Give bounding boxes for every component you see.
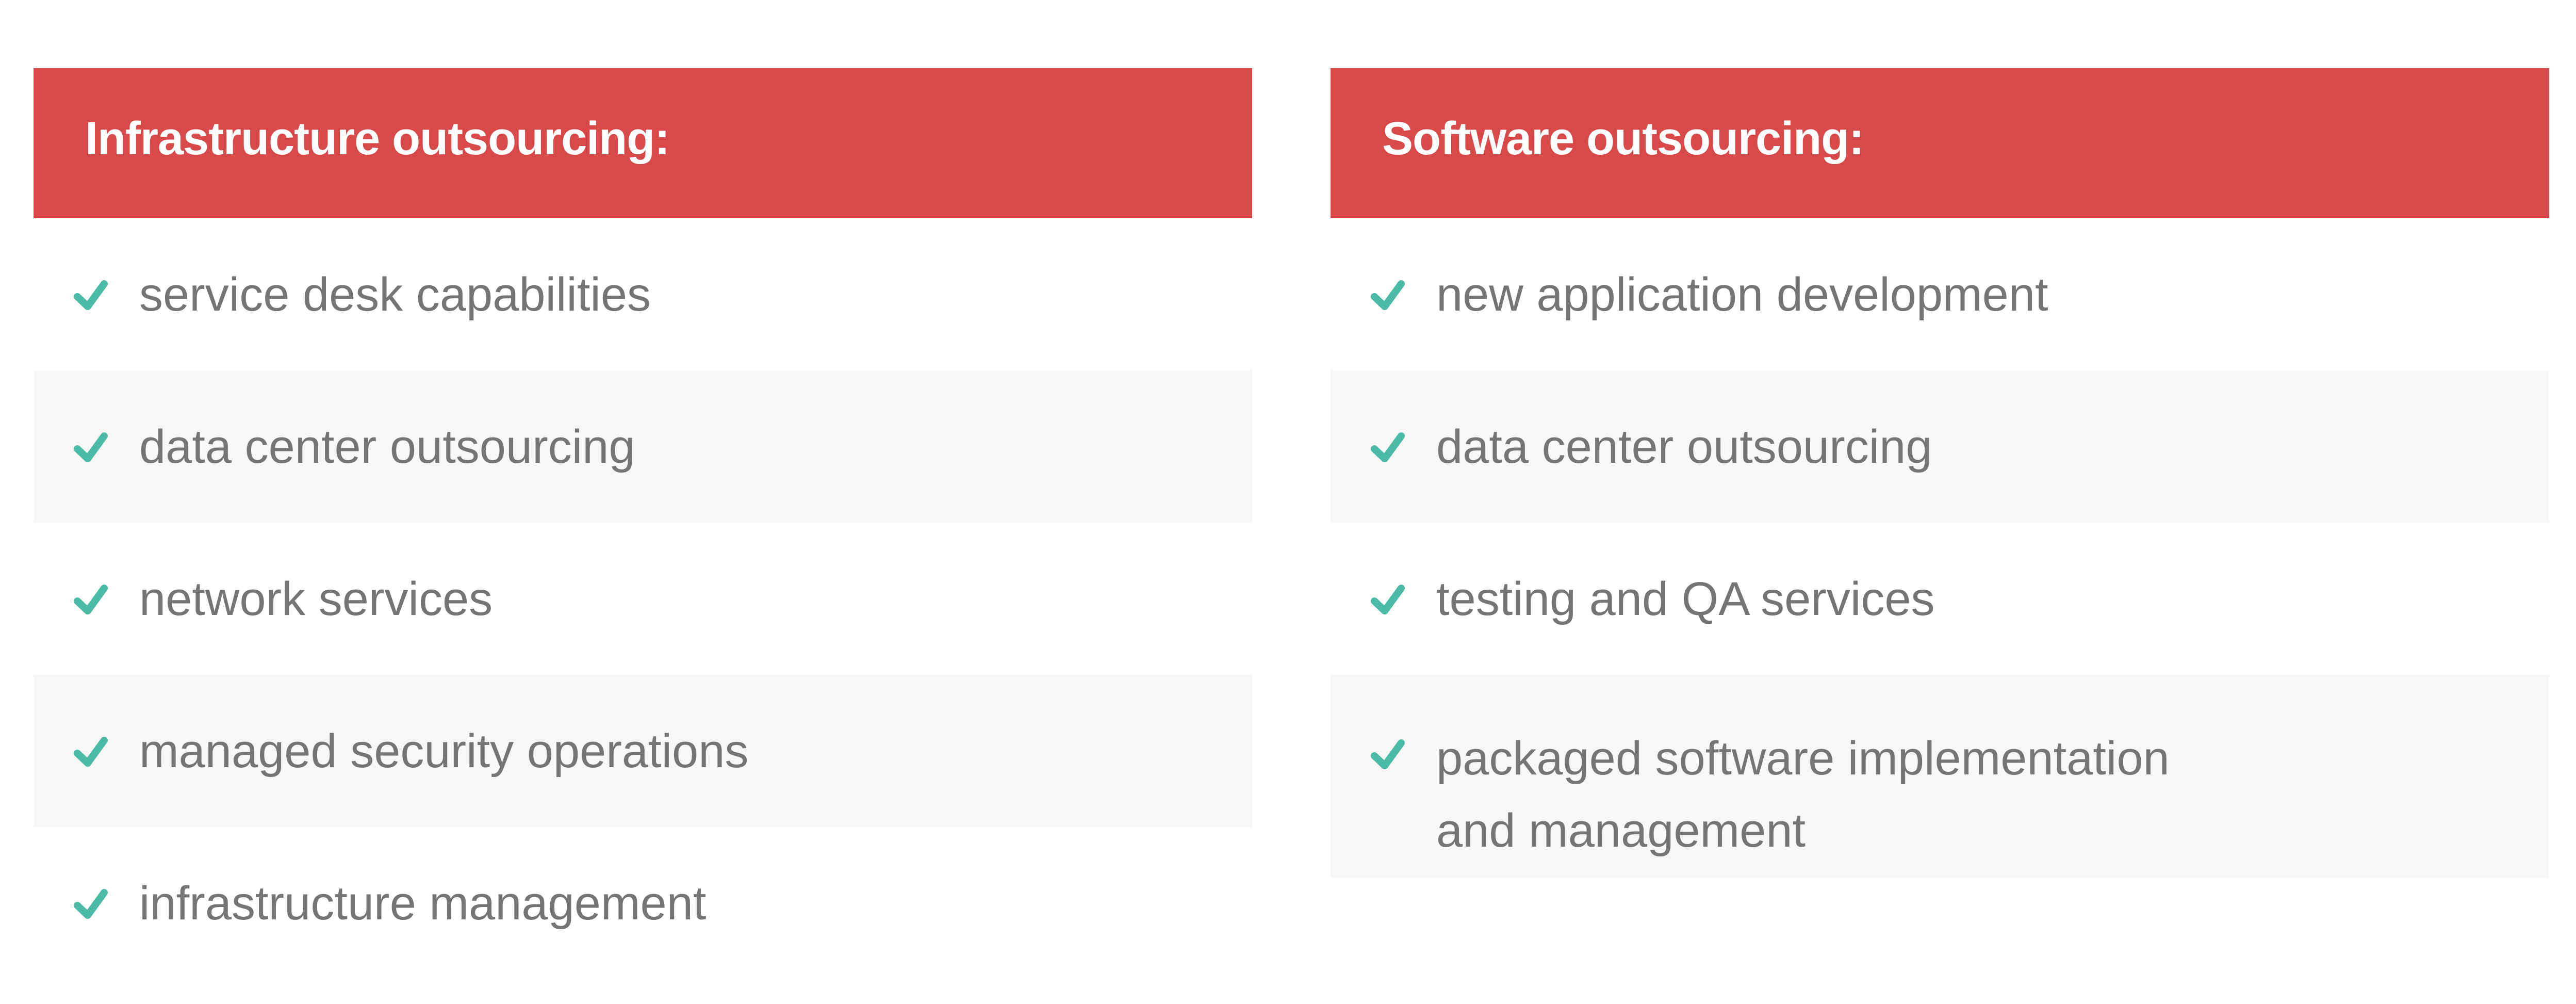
list-item-text: infrastructure management xyxy=(139,877,707,930)
list-item: service desk capabilities xyxy=(34,218,1252,370)
check-icon xyxy=(74,584,108,614)
list-item-text: testing and QA services xyxy=(1436,572,1935,625)
check-icon xyxy=(74,432,108,462)
software-outsourcing-panel: Software outsourcing: new application de… xyxy=(1331,68,2549,878)
check-icon xyxy=(74,888,108,919)
list-item-text: service desk capabilities xyxy=(139,268,651,321)
list-item: managed security operations xyxy=(34,675,1252,827)
infrastructure-outsourcing-panel: Infrastructure outsourcing: service desk… xyxy=(34,68,1252,979)
list-item-text: new application development xyxy=(1436,268,2048,321)
feature-list: service desk capabilities data center ou… xyxy=(34,218,1252,979)
list-item-text-line: and management xyxy=(1436,804,1806,857)
list-item-text: network services xyxy=(139,572,493,625)
list-item: data center outsourcing xyxy=(34,370,1252,523)
check-icon xyxy=(1371,584,1405,614)
list-item: testing and QA services xyxy=(1331,523,2549,675)
list-item: data center outsourcing xyxy=(1331,370,2549,523)
panel-header: Infrastructure outsourcing: xyxy=(34,68,1252,218)
list-item: network services xyxy=(34,523,1252,675)
panel-header: Software outsourcing: xyxy=(1331,68,2549,218)
panel-title: Infrastructure outsourcing: xyxy=(85,113,670,165)
check-icon xyxy=(1371,280,1405,310)
list-item-text: packaged software implementation and man… xyxy=(1436,722,2170,867)
list-item-text-line: packaged software implementation xyxy=(1436,732,2170,785)
list-item: infrastructure management xyxy=(34,827,1252,979)
list-item-text: data center outsourcing xyxy=(1436,420,1932,473)
check-icon xyxy=(1371,432,1405,462)
list-item: packaged software implementation and man… xyxy=(1331,675,2549,878)
list-item: new application development xyxy=(1331,218,2549,370)
feature-list: new application development data center … xyxy=(1331,218,2549,878)
list-item-text: managed security operations xyxy=(139,724,749,778)
panel-title: Software outsourcing: xyxy=(1382,113,1864,165)
check-icon xyxy=(74,280,108,310)
check-icon xyxy=(1371,739,1405,769)
list-item-text: data center outsourcing xyxy=(139,420,635,473)
check-icon xyxy=(74,736,108,767)
